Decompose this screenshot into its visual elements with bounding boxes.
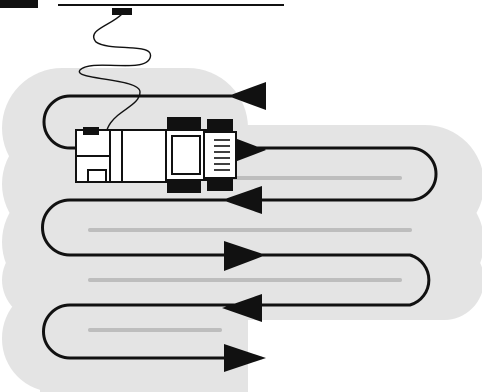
tractor-cab [171,135,201,175]
direction-arrows [222,82,266,372]
cable-icon [79,13,152,177]
guidance-path [41,94,438,360]
arrow-right-icon [224,344,266,372]
arrow-left-icon [222,294,262,322]
arrow-left-icon [222,186,262,214]
tractor-wheel [207,177,233,191]
tractor-grille [214,139,230,171]
tractor-hood [203,131,237,179]
tractor-wheel [207,119,233,133]
corner-block-icon [0,0,38,8]
antenna-receiver-icon [112,8,132,15]
tractor-topview-icon [165,117,237,193]
arrow-left-icon [228,82,266,110]
implement-frame-icon [75,127,173,183]
arrow-right-icon [224,241,266,271]
